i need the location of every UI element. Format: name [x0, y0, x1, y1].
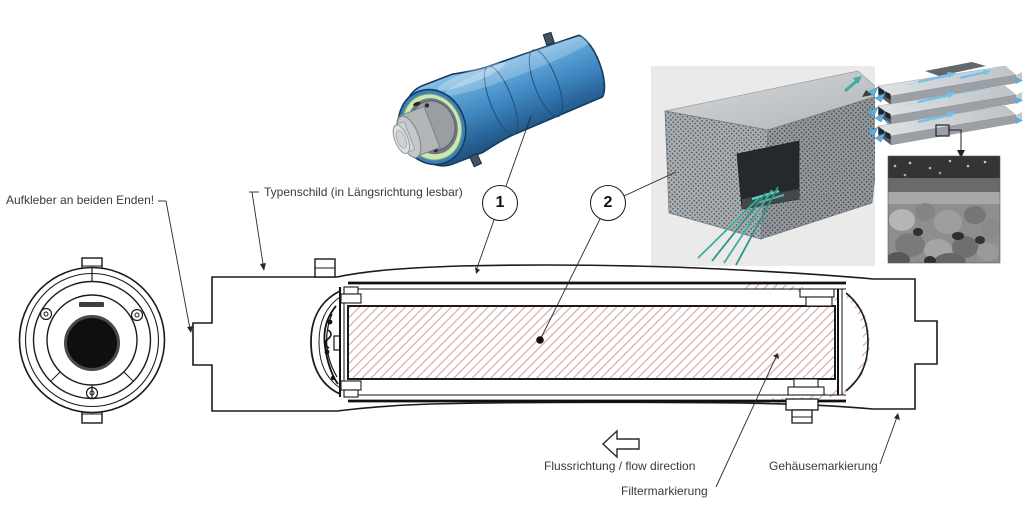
cross-section-drawing	[192, 258, 938, 424]
outlet-nozzle	[392, 105, 441, 159]
center-port	[64, 315, 120, 371]
label-filter-marking: Filtermarkierung	[621, 484, 708, 498]
callout-balloon-1: 1	[482, 185, 518, 221]
housing-clip-top	[542, 31, 555, 46]
left-end-cap	[310, 290, 341, 395]
endcap-hatch-top	[742, 283, 838, 302]
end-view-drawing	[18, 257, 166, 424]
right-end-cap	[845, 292, 869, 392]
flow-out-arrow-teal	[844, 76, 872, 97]
sem-micrograph	[887, 155, 1001, 264]
schematic-slab	[867, 85, 1023, 127]
flow-direction-arrow	[601, 429, 640, 459]
label-housing-marking: Gehäusemarkierung	[769, 459, 878, 473]
schematic-slab	[867, 62, 1023, 106]
label-flow-direction: Flussrichtung / flow direction	[544, 459, 696, 473]
end-cap-internals	[323, 305, 341, 385]
detail-callout-box	[935, 124, 965, 158]
callout-balloon-2: 2	[590, 185, 626, 221]
leader-lines	[158, 115, 900, 488]
label-nameplate-note: Typenschild (in Längsrichtung lesbar)	[264, 185, 463, 199]
filter-fibers	[697, 186, 785, 266]
housing-clip-bottom	[468, 152, 483, 168]
bolt	[39, 307, 53, 321]
filter-element	[347, 305, 836, 380]
drain-boss	[785, 398, 819, 424]
inset-flow-schematic	[867, 62, 1023, 264]
label-sticker-note: Aufkleber an beiden Enden!	[6, 193, 155, 207]
bolt	[85, 386, 99, 400]
bolt	[130, 308, 144, 322]
inset-honeycomb-photo	[651, 66, 875, 266]
brand-marking	[79, 302, 104, 307]
housing-3d-render	[392, 31, 606, 168]
callout-2-anchor-dot	[536, 336, 544, 344]
